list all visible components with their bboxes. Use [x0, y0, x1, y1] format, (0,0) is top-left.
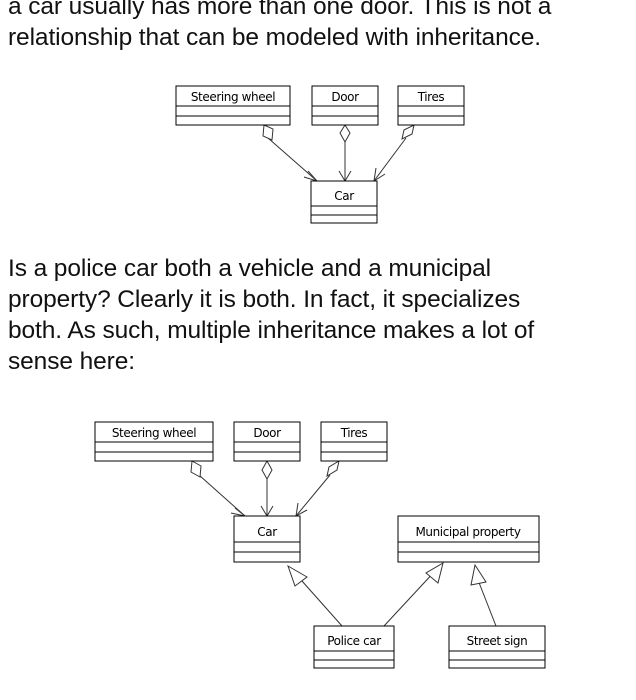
generalization-police-car-car	[287, 564, 343, 627]
aggregation-steering-wheel-car	[262, 124, 319, 183]
generalization-police-car-municipal-property	[383, 561, 444, 627]
class-box-street-sign: Street sign	[448, 625, 546, 669]
class-box-car-2: Car	[233, 515, 301, 563]
class-name-car: Car	[334, 189, 354, 203]
aggregation-door-car	[338, 124, 352, 182]
class-name-car-2: Car	[257, 525, 277, 539]
aggregation-steering-wheel-car-2	[190, 460, 246, 517]
paragraph-1-line-2: relationship that can be modeled with in…	[8, 24, 541, 51]
class-name-police-car: Police car	[327, 634, 381, 648]
paragraph-1: a car usually has more than one door. Th…	[8, 0, 632, 53]
paragraph-2-line-1: Is a police car both a vehicle and a mun…	[8, 255, 491, 282]
class-name-tires: Tires	[417, 90, 445, 104]
class-box-municipal-property: Municipal property	[397, 515, 540, 563]
class-box-door-2: Door	[233, 421, 301, 462]
paragraph-2-line-4: sense here:	[8, 348, 135, 375]
aggregation-tires-car-2	[295, 459, 340, 517]
class-name-steering-wheel: Steering wheel	[191, 90, 275, 104]
class-box-steering-wheel: Steering wheel	[175, 85, 291, 126]
paragraph-2-line-2: property? Clearly it is both. In fact, i…	[8, 286, 521, 313]
aggregation-door-car-2	[260, 459, 274, 517]
class-box-car: Car	[310, 180, 378, 224]
class-name-tires-2: Tires	[340, 426, 368, 440]
class-name-municipal-property: Municipal property	[415, 525, 520, 539]
class-name-door-2: Door	[253, 426, 281, 440]
paragraph-2-line-3: both. As such, multiple inheritance make…	[8, 317, 535, 344]
aggregation-tires-car	[373, 124, 415, 183]
class-box-tires-2: Tires	[320, 421, 388, 462]
class-name-steering-wheel-2: Steering wheel	[112, 426, 196, 440]
class-box-tires: Tires	[397, 85, 465, 126]
class-box-door: Door	[311, 85, 379, 126]
class-name-door: Door	[331, 90, 359, 104]
class-box-police-car: Police car	[313, 625, 395, 669]
class-name-street-sign: Street sign	[467, 634, 528, 648]
paragraph-1-line-1: a car usually has more than one door. Th…	[8, 0, 552, 20]
class-box-steering-wheel-2: Steering wheel	[94, 421, 214, 462]
generalization-street-sign-municipal-property	[470, 563, 497, 627]
paragraph-2: Is a police car both a vehicle and a mun…	[8, 253, 632, 377]
